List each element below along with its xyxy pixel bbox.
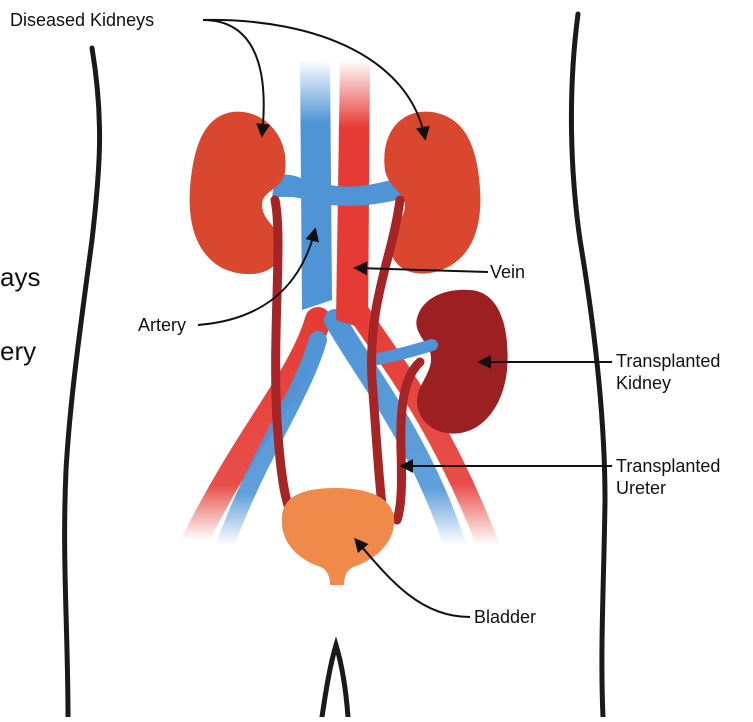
label-diseased-kidneys: Diseased Kidneys [10,9,154,31]
label-transplanted-ureter-line1: Transplanted [616,455,753,477]
body-outline-left [65,48,100,717]
body-outline-right [571,14,605,717]
label-artery: Artery [138,314,186,336]
label-transplanted-ureter: Transplanted Ureter [616,455,753,499]
body-outline-legs [322,645,348,717]
label-vein: Vein [490,261,525,283]
cropped-text-line1: ays [0,262,40,293]
label-transplanted-kidney-line2: Kidney [616,372,753,394]
label-transplanted-kidney-line1: Transplanted [616,350,753,372]
native-ureter-left [275,200,290,510]
diseased-kidney-left [190,112,286,275]
label-transplanted-kidney: Transplanted Kidney [616,350,753,394]
cropped-text-line2: ery [0,336,36,367]
bladder [282,488,394,585]
label-bladder: Bladder [474,606,536,628]
label-transplanted-ureter-line2: Ureter [616,477,753,499]
